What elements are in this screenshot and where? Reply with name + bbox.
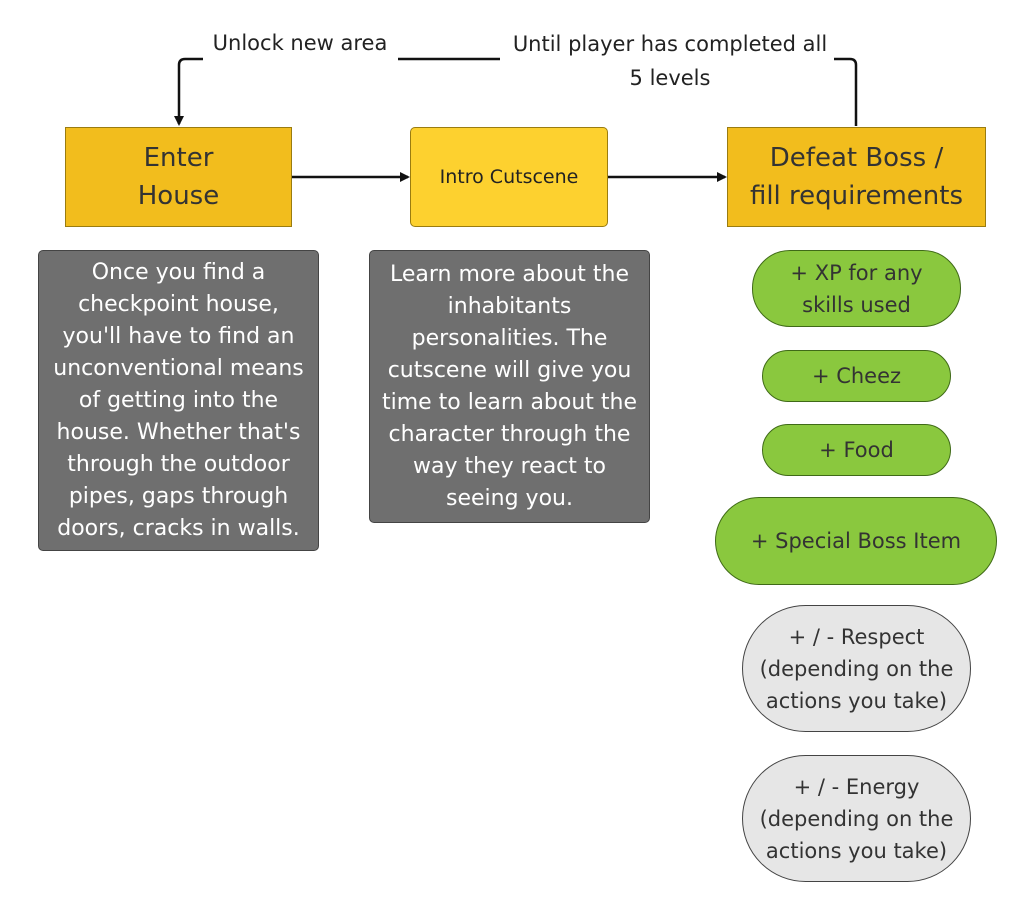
note-line: through the outdoor bbox=[67, 451, 290, 477]
step-intro-cutscene: Intro Cutscene bbox=[410, 127, 608, 227]
unlock-new-area-label: Unlock new area bbox=[212, 31, 388, 55]
note-line: Once you find a bbox=[91, 259, 266, 285]
note-line: Learn more about the bbox=[389, 261, 630, 287]
note-line: inhabitants bbox=[447, 293, 572, 319]
note-line: unconventional means bbox=[53, 355, 304, 381]
note-line: doors, cracks in walls. bbox=[57, 515, 300, 541]
note-line: cutscene will give you bbox=[387, 357, 632, 383]
note-line: character through the bbox=[388, 421, 631, 447]
note-line: of getting into the bbox=[78, 387, 279, 413]
note-intro-cutscene: Learn more about the inhabitants personali… bbox=[369, 250, 650, 523]
note-line: time to learn about the bbox=[381, 389, 638, 415]
note-line: house. Whether that's bbox=[56, 419, 301, 445]
step-enter-house: Enter House bbox=[65, 127, 292, 227]
reward-energy: + / - Energy (depending on the actions y… bbox=[742, 755, 971, 882]
note-line: seeing you. bbox=[446, 485, 573, 511]
completion-condition-label: Until player has completed all 5 levels bbox=[512, 32, 828, 90]
note-line: you'll have to find an bbox=[62, 323, 295, 349]
reward-cheez: + Cheez bbox=[762, 350, 951, 402]
note-enter-house: Once you find a checkpoint house, you'll h… bbox=[38, 250, 319, 551]
loop-arrow-left-segment bbox=[174, 57, 203, 126]
note-line: pipes, gaps through bbox=[68, 483, 289, 509]
step-defeat-boss: Defeat Boss / fill requirements bbox=[727, 127, 986, 227]
note-line: checkpoint house, bbox=[78, 291, 279, 317]
reward-xp: + XP for any skills used bbox=[752, 250, 961, 327]
loop-arrow-right-segment bbox=[834, 57, 858, 126]
reward-special-boss-item: + Special Boss Item bbox=[715, 497, 997, 585]
reward-respect: + / - Respect (depending on the actions … bbox=[742, 605, 971, 732]
reward-food: + Food bbox=[762, 424, 951, 476]
note-line: way they react to bbox=[413, 453, 606, 479]
note-line: personalities. The bbox=[411, 325, 608, 351]
